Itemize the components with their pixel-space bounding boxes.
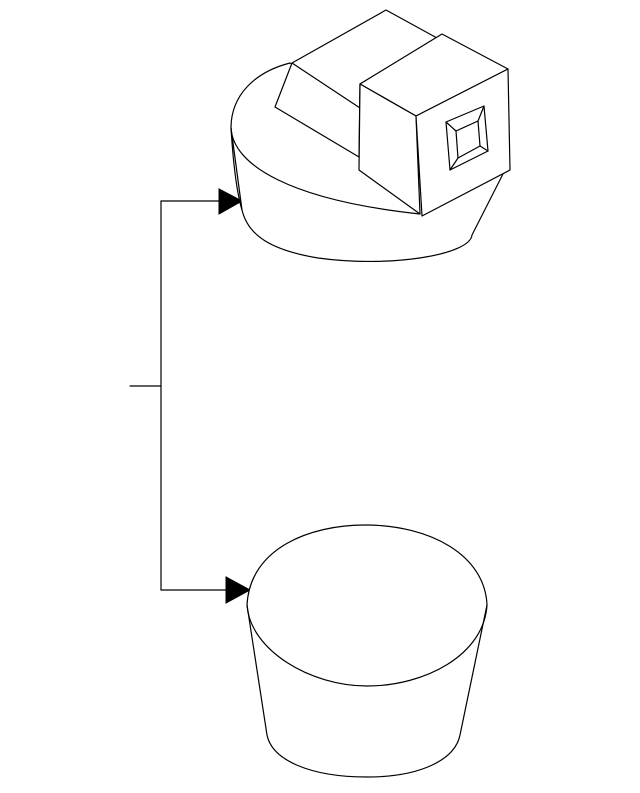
lower-cup-rim — [246, 604, 488, 687]
window-bevel-4 — [449, 157, 459, 171]
upper-base-side-left — [230, 127, 243, 211]
branching-leader-line — [129, 188, 252, 604]
square-window-icon — [445, 105, 489, 171]
upper-box-left-face — [358, 83, 421, 215]
window-bevel-2 — [477, 105, 485, 122]
lower-cup-body — [246, 524, 488, 778]
window-bevel-3 — [479, 145, 489, 152]
upper-part-drawing — [230, 9, 511, 263]
upper-housing-edge — [291, 62, 361, 109]
arrowhead-lower-icon — [225, 576, 252, 604]
upper-base-rim — [230, 127, 421, 215]
arrowhead-upper-icon — [218, 188, 244, 215]
lower-part-drawing — [246, 524, 488, 778]
window-bevel-1 — [445, 121, 457, 132]
